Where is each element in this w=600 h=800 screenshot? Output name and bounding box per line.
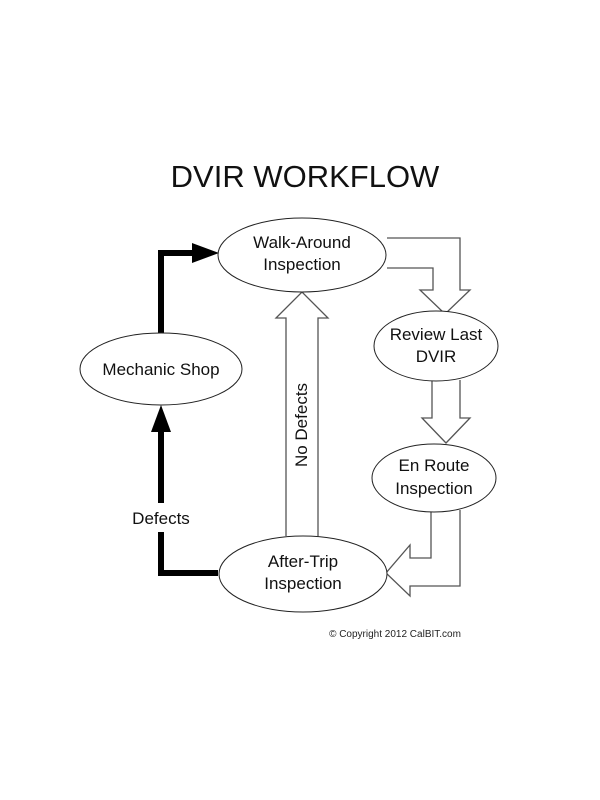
arrowhead-to-mechanic	[151, 405, 171, 432]
node-en-route-inspection: En Route Inspection	[371, 443, 497, 513]
no-defects-label: No Defects	[292, 383, 311, 467]
arrow-enroute-to-aftertrip	[385, 510, 461, 598]
node-review-last-dvir: Review Last DVIR	[373, 310, 499, 382]
node-en-route-line1: En Route	[399, 456, 470, 475]
node-walk-around-line2: Inspection	[263, 255, 341, 274]
arrow-review-to-enroute	[420, 380, 472, 444]
node-after-trip-line2: Inspection	[264, 574, 342, 593]
arrowhead-to-walkaround	[192, 243, 219, 263]
copyright-notice: © Copyright 2012 CalBIT.com	[329, 629, 461, 640]
node-after-trip-inspection: After-Trip Inspection	[218, 535, 388, 613]
arrow-mechanic-to-walkaround	[158, 250, 195, 334]
arrow-aftertrip-to-mechanic	[158, 532, 218, 576]
node-mechanic-line1: Mechanic Shop	[102, 360, 219, 379]
node-mechanic-shop: Mechanic Shop	[79, 332, 243, 406]
node-walk-around-line1: Walk-Around	[253, 233, 351, 252]
node-after-trip-line1: After-Trip	[268, 552, 338, 571]
defects-label: Defects	[132, 509, 190, 528]
arrow-walkaround-to-review	[387, 237, 472, 315]
node-review-line2: DVIR	[416, 347, 457, 366]
node-walk-around-inspection: Walk-Around Inspection	[217, 217, 387, 293]
diagram-title: DVIR WORKFLOW	[171, 159, 440, 194]
node-review-line1: Review Last	[390, 325, 483, 344]
node-en-route-line2: Inspection	[395, 479, 473, 498]
